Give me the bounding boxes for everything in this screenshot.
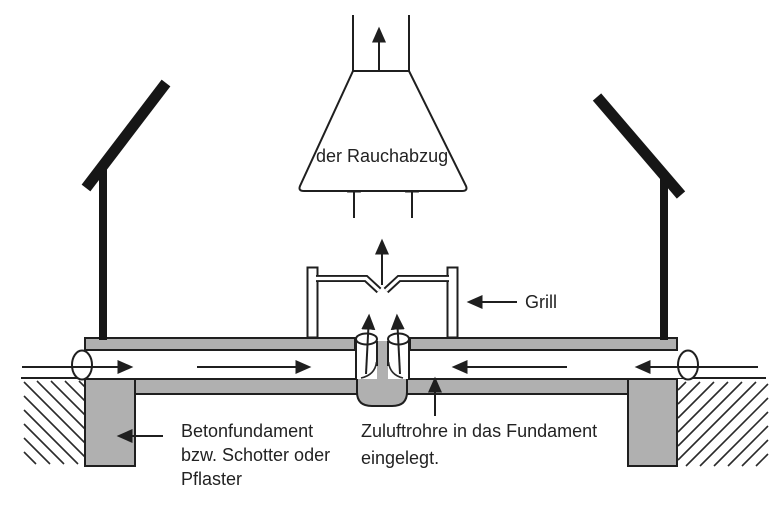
windshield-right — [592, 93, 686, 340]
riser-up-arrow-right — [390, 313, 405, 375]
slab-top-right — [409, 337, 678, 351]
air-channel-right — [393, 352, 694, 378]
inlet-label-line2: eingelegt. — [361, 448, 439, 468]
foundation-slab — [71, 332, 699, 467]
riser-up-arrow-left — [361, 313, 376, 375]
slab-bottom-left — [134, 378, 364, 395]
foundation-block-right — [627, 378, 678, 467]
grill-post-left — [306, 266, 319, 339]
windshield-panel-left — [81, 79, 171, 192]
foundation-label-line1: Betonfundament — [181, 421, 313, 441]
center-pocket-outline — [356, 379, 408, 407]
pipe-inlet-right — [677, 349, 699, 381]
grill-pan-left-face — [316, 276, 381, 292]
windshield-post-left — [99, 168, 107, 340]
slab-top-left — [84, 337, 356, 351]
grill-pan-right-face — [384, 276, 449, 292]
grill-label: Grill — [525, 292, 557, 312]
windshield-panel-right — [592, 93, 686, 199]
air-channel-left — [80, 352, 372, 378]
pipe-inlet-left — [71, 349, 93, 381]
inlet-label-line1: Zuluftrohre in das Fundament — [361, 421, 597, 441]
smoke-hood-assembly — [298, 15, 468, 192]
smoke-hood — [298, 70, 468, 192]
riser-wedge — [377, 341, 388, 379]
hood-label: der Rauchabzug — [316, 146, 448, 166]
center-pocket-fill — [357, 379, 407, 406]
windshield-post-right — [660, 178, 668, 340]
foundation-label-line3: Pflaster — [181, 469, 242, 489]
grill-post-right — [446, 266, 459, 339]
pipe-bend-left — [360, 361, 378, 379]
foundation-block-left — [84, 378, 136, 467]
ground-hatch-right — [677, 377, 769, 467]
label-arrows — [116, 294, 517, 444]
ground-hatch-left — [21, 377, 87, 465]
pipe-bend-right — [387, 361, 404, 379]
foundation-label-line2: bzw. Schotter oder — [181, 445, 330, 465]
diagram-labels: der Rauchabzug Grill Betonfundament bzw.… — [181, 146, 597, 489]
windshield-left — [81, 79, 171, 340]
grill-unit — [306, 266, 459, 339]
riser-opening-left — [355, 332, 378, 346]
